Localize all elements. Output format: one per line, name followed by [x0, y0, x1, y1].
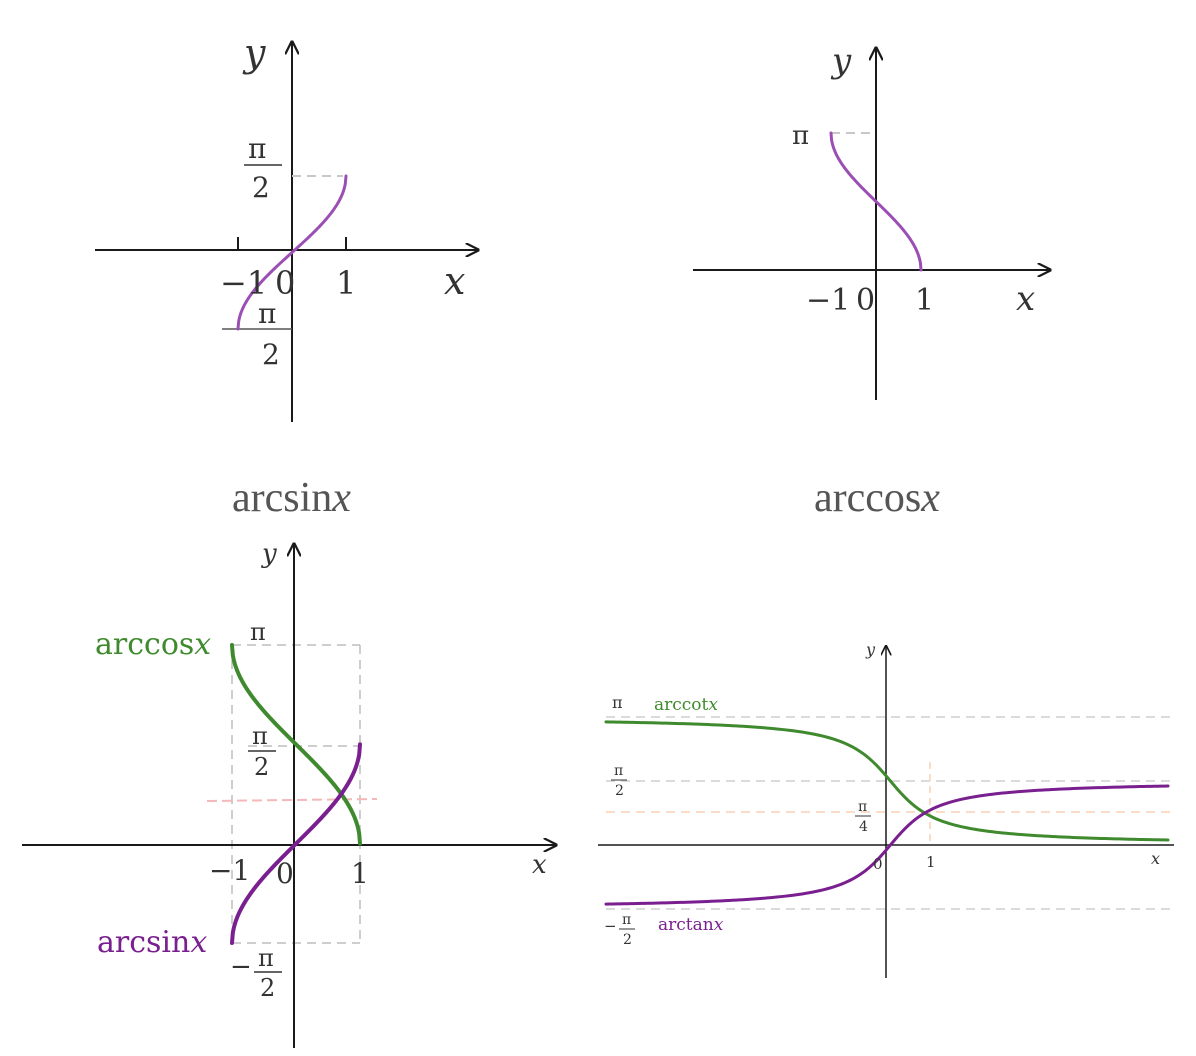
y-tick-label-numerator: π [622, 912, 631, 928]
series-line [604, 720, 1170, 842]
panel-arcsin-arccos: −1 0 1 x y π π 2 − π 2 arccosx arcsinx [22, 539, 556, 1048]
x-axis-label: x [1151, 849, 1160, 868]
x-tick-label: 0 [275, 264, 295, 302]
y-tick-label-denominator: 2 [615, 783, 624, 799]
x-tick-label: −1 [220, 264, 267, 302]
series-label-arcsin: arcsinx [97, 925, 207, 960]
series-line [230, 643, 362, 846]
y-axis-label: y [865, 640, 876, 659]
y-tick-label-numerator: π [258, 297, 276, 330]
y-tick-label: π [250, 618, 266, 646]
y-axis-label: y [242, 31, 266, 75]
y-tick-label-numerator: π [858, 799, 867, 815]
x-tick-label: −1 [806, 283, 850, 318]
y-axis-label: y [830, 41, 852, 81]
x-tick-label: 1 [336, 264, 356, 302]
x-tick-label: 0 [873, 855, 883, 873]
series-label-arccot: arccotx [654, 695, 718, 715]
intersection-guide-line [206, 798, 378, 802]
y-tick-label-numerator: π [248, 132, 266, 165]
x-tick-label: −1 [209, 854, 250, 887]
y-tick-label: π [792, 121, 809, 151]
panel-arccos: −1 0 1 x y π [693, 41, 1050, 400]
series-line [829, 131, 923, 272]
x-axis-label: x [1016, 279, 1035, 319]
y-tick-label-denominator: 2 [260, 974, 275, 1002]
series-line [230, 742, 362, 945]
chart-title-arccos: arccosx [814, 475, 940, 521]
x-tick-label: 1 [351, 857, 369, 890]
series-line [604, 784, 1170, 906]
x-tick-label: 1 [926, 853, 936, 871]
x-tick-label: 0 [276, 857, 294, 890]
series-line [236, 174, 348, 331]
y-tick-label-numerator: π [614, 763, 623, 779]
y-tick-label-denominator: 2 [623, 932, 632, 948]
panel-arctan-arccot: 0 1 x y π π 2 π 4 − π 2 arccotx arctanx [598, 640, 1174, 978]
y-tick-label: π [612, 693, 623, 712]
x-tick-label: 0 [856, 283, 875, 318]
y-axis-label: y [261, 539, 277, 569]
panel-arcsin: −1 0 1 x y π 2 π 2 [95, 31, 478, 422]
y-tick-label-denominator: 2 [254, 753, 269, 781]
y-tick-label-denominator: 4 [859, 819, 868, 835]
y-tick-label-denominator: 2 [262, 338, 280, 371]
x-tick-label: 1 [915, 283, 934, 318]
x-axis-label: x [444, 259, 465, 303]
y-tick-label-denominator: 2 [252, 171, 270, 204]
series-label-arctan: arctanx [658, 915, 724, 935]
y-tick-label-sign: − [230, 952, 252, 982]
x-axis-label: x [532, 850, 547, 880]
series-label-arccos: arccosx [95, 627, 211, 662]
y-tick-label-numerator: π [252, 722, 268, 750]
chart-title-arcsin: arcsinx [232, 475, 351, 521]
y-tick-label-numerator: π [258, 944, 274, 972]
y-tick-label-sign: − [604, 917, 617, 935]
